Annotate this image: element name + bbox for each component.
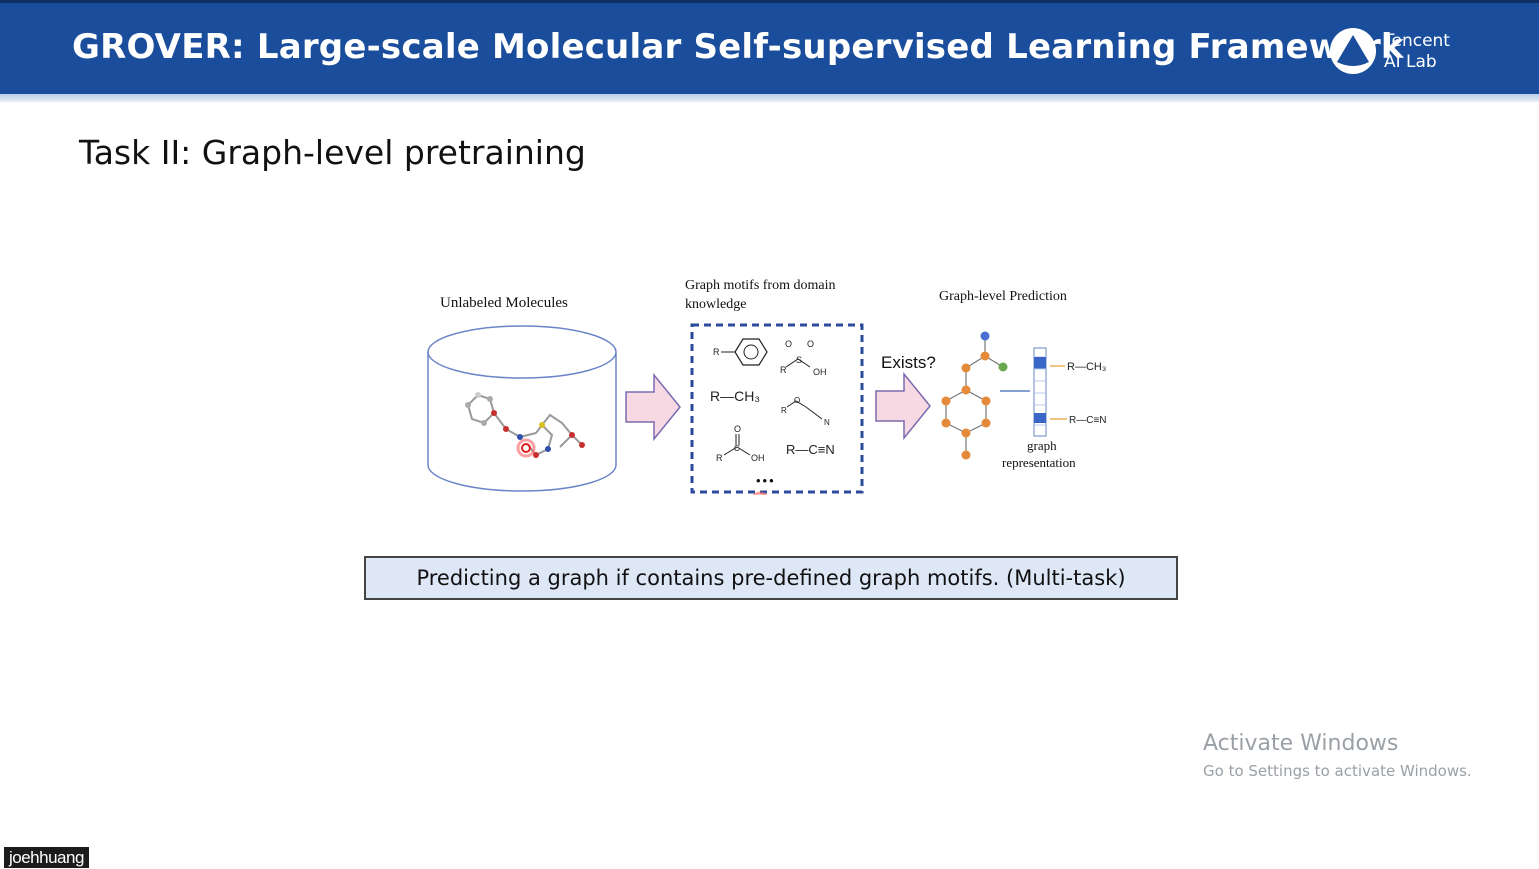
motif-sulfonic-acid: R S O O OH	[780, 339, 827, 377]
svg-text:O: O	[734, 424, 741, 434]
motif-nitrile-ether: R O N	[781, 396, 830, 427]
motif-box	[690, 323, 864, 494]
svg-text:OH: OH	[813, 367, 827, 377]
molecular-graph-icon	[941, 331, 1008, 460]
motif-r-cn: R—C≡N	[786, 442, 835, 457]
slide-header: GROVER: Large-scale Molecular Self-super…	[0, 0, 1539, 94]
caption-box: Predicting a graph if contains pre-defin…	[364, 556, 1178, 600]
graph-representation-vector	[1033, 347, 1047, 437]
logo-text: Tencent AI Lab	[1384, 31, 1450, 73]
cursor-highlight-1	[516, 438, 536, 458]
svg-text:R: R	[716, 453, 723, 463]
activate-windows-watermark: Activate Windows Go to Settings to activ…	[1203, 731, 1472, 780]
svg-text:N: N	[824, 418, 830, 427]
arrow-right-icon	[625, 372, 681, 442]
svg-text:R: R	[713, 347, 720, 357]
pred-r-cn: R—C≡N	[1069, 415, 1107, 426]
svg-text:OH: OH	[751, 453, 765, 463]
svg-text:S: S	[796, 355, 802, 365]
slide-subtitle: Task II: Graph-level pretraining	[79, 133, 586, 172]
presenter-name-tag: joehhuang	[4, 847, 89, 868]
svg-text:O: O	[807, 339, 814, 349]
motif-carboxylic-acid: O R C OH	[716, 424, 765, 463]
arrow-right-icon-2	[875, 371, 931, 441]
tencent-ai-lab-logo-icon	[1330, 28, 1376, 74]
svg-text:R: R	[780, 365, 787, 375]
motifs-label-line1: Graph motifs from domain	[685, 278, 835, 293]
motif-ellipsis: •••	[756, 473, 776, 488]
exists-label: Exists?	[881, 353, 936, 372]
motif-r-ch3: R—CH₃	[710, 388, 760, 404]
svg-text:R: R	[781, 406, 787, 415]
prediction-label: Graph-level Prediction	[939, 289, 1067, 304]
db-label: Unlabeled Molecules	[440, 295, 568, 311]
pretraining-figure: Unlabeled Molecules Graph motifs from do…	[427, 278, 1107, 495]
watermark-subtitle: Go to Settings to activate Windows.	[1203, 762, 1472, 780]
logo-text-line1: Tencent	[1384, 31, 1450, 51]
molecule-3d-icon	[465, 392, 585, 458]
svg-text:O: O	[785, 339, 792, 349]
pred-r-ch3: R—CH₃	[1067, 361, 1106, 373]
header-divider	[0, 94, 1539, 102]
motif-benzene: R	[713, 338, 768, 366]
molecule-database-cylinder	[427, 325, 617, 492]
caption-text: Predicting a graph if contains pre-defin…	[416, 566, 1126, 590]
motifs-label-line2: knowledge	[685, 297, 746, 312]
slide-title: GROVER: Large-scale Molecular Self-super…	[72, 27, 1404, 67]
svg-text:C: C	[734, 444, 740, 453]
watermark-title: Activate Windows	[1203, 731, 1399, 756]
graph-rep-line1: graph	[1027, 438, 1057, 453]
logo-text-line2: AI Lab	[1384, 52, 1437, 72]
graph-rep-line2: representation	[1002, 455, 1076, 470]
cursor-highlight-2	[752, 491, 768, 495]
svg-text:O: O	[794, 396, 800, 405]
